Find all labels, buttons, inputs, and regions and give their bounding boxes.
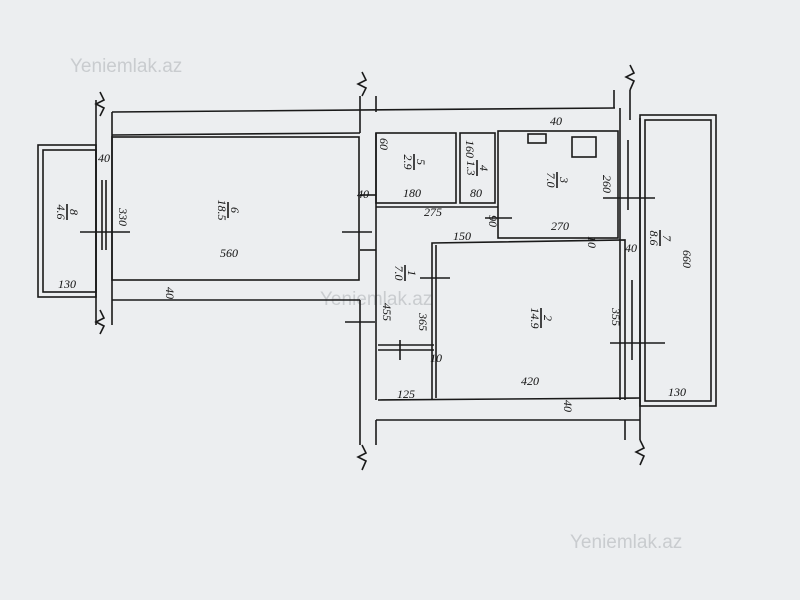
room-2-area: 14.9	[528, 308, 542, 329]
dim: 660	[680, 250, 694, 268]
walls	[37, 64, 717, 471]
room-8-area: 4.6	[54, 205, 68, 220]
room-3-number: 3	[557, 176, 571, 183]
dim: 40	[550, 114, 562, 128]
dim: 150	[453, 229, 471, 243]
room-5-number: 5	[414, 159, 428, 165]
dim: 455	[380, 303, 394, 321]
room-6-number: 6	[228, 207, 242, 213]
room-1-area: 7.0	[392, 266, 406, 281]
dim: 420	[521, 374, 539, 388]
watermark: Yeniemlak.az	[570, 532, 682, 553]
dim: 40	[98, 151, 110, 165]
dim: 160	[463, 140, 477, 158]
dim: 10	[585, 236, 599, 248]
watermark: Yeniemlak.az	[70, 56, 182, 77]
room-2-number: 2	[541, 315, 555, 321]
room-7-number: 7	[660, 235, 674, 242]
dim: 10	[430, 351, 442, 365]
dim: 365	[416, 312, 430, 331]
dim: 80	[470, 186, 482, 200]
dim: 90	[486, 215, 500, 227]
dim: 330	[116, 207, 130, 226]
dim: 40	[357, 187, 369, 201]
dim: 40	[561, 400, 575, 412]
dim: 560	[220, 246, 238, 260]
room-6-area: 18.5	[215, 200, 229, 221]
dim: 40	[163, 287, 177, 299]
dim: 355	[609, 307, 623, 326]
room-1-number: 1	[405, 270, 419, 276]
dim: 275	[424, 205, 442, 219]
dim: 270	[551, 219, 569, 233]
room-4-area: 1.3	[464, 161, 478, 176]
room-3-area: 7.0	[544, 173, 558, 188]
dim: 180	[403, 186, 421, 200]
dim: 125	[397, 387, 415, 401]
dimension-labels: 40 40 330 560 40 130 40 60 180 160 80 27…	[58, 114, 694, 412]
dim: 60	[377, 138, 391, 150]
room-labels: 618.5 84.6 52.9 41.3 37.0 17.0 214.9 78.…	[54, 154, 674, 329]
dim: 260	[600, 175, 614, 193]
dim: 40	[625, 241, 637, 255]
room-5-area: 2.9	[401, 155, 415, 170]
room-7-area: 8.6	[647, 231, 661, 246]
room-4-number: 4	[477, 165, 491, 171]
room-8-number: 8	[67, 209, 81, 215]
dim: 130	[58, 277, 76, 291]
dim: 130	[668, 385, 686, 399]
